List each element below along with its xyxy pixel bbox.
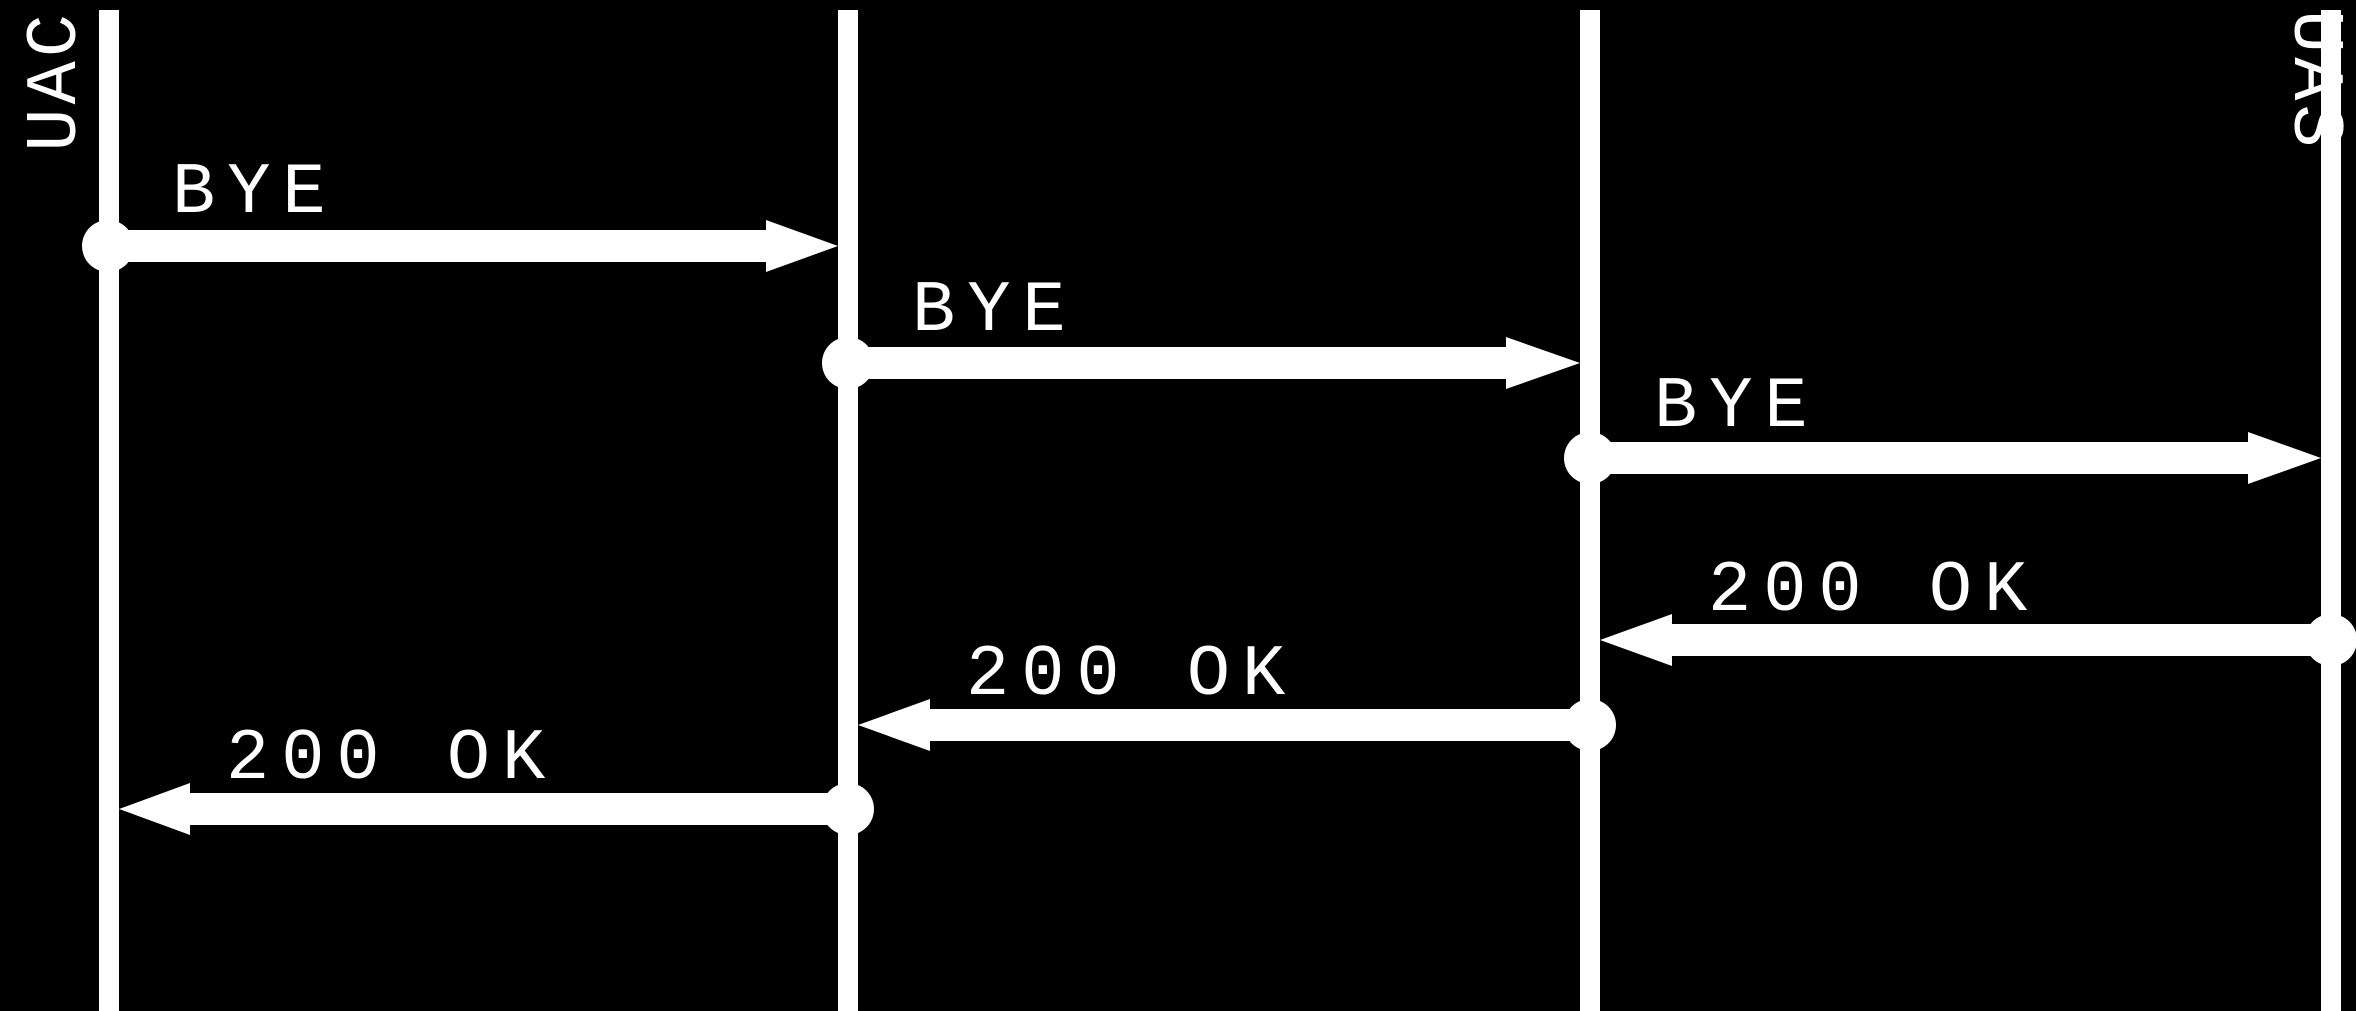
message-label: 200 OK <box>966 634 1297 716</box>
message-origin-dot <box>1564 432 1616 484</box>
message-origin-dot <box>822 783 874 835</box>
message-label: BYE <box>912 270 1078 352</box>
lifelines <box>99 10 2341 1011</box>
actor-label-uac: UAC <box>15 10 97 152</box>
message-arrow-shaft <box>188 793 848 825</box>
arrowhead-right <box>766 220 838 272</box>
message-label: 200 OK <box>1708 550 2039 632</box>
message-arrow-shaft <box>848 347 1508 379</box>
actor-labels: UAC UAS <box>15 10 2355 152</box>
lifeline-uac <box>99 10 119 1011</box>
messages: BYE BYE BYE 200 OK 200 OK <box>82 152 2356 835</box>
lifeline-proxy-1 <box>838 10 858 1011</box>
message-label: BYE <box>172 152 338 234</box>
message-label: BYE <box>1654 366 1820 448</box>
message-200-ok-2: 200 OK <box>858 634 1616 751</box>
message-origin-dot <box>82 220 134 272</box>
actor-label-uas: UAS <box>2273 10 2355 152</box>
message-200-ok-3: 200 OK <box>119 718 874 835</box>
message-label: 200 OK <box>226 718 557 800</box>
message-200-ok-1: 200 OK <box>1600 550 2356 666</box>
message-arrow-shaft <box>108 230 768 262</box>
message-bye-3: BYE <box>1564 366 2321 484</box>
arrowhead-right <box>1506 337 1580 389</box>
message-origin-dot <box>2305 614 2356 666</box>
lifeline-proxy-2 <box>1580 10 1600 1011</box>
arrowhead-left <box>858 699 930 751</box>
arrowhead-left <box>119 783 190 835</box>
message-origin-dot <box>822 337 874 389</box>
message-arrow-shaft <box>1670 624 2331 656</box>
message-arrow-shaft <box>928 709 1590 741</box>
message-bye-2: BYE <box>822 270 1580 389</box>
arrowhead-left <box>1600 614 1672 666</box>
arrowhead-right <box>2248 432 2321 484</box>
message-arrow-shaft <box>1590 442 2250 474</box>
message-origin-dot <box>1564 699 1616 751</box>
message-bye-1: BYE <box>82 152 838 272</box>
lifeline-uas <box>2321 10 2341 1011</box>
